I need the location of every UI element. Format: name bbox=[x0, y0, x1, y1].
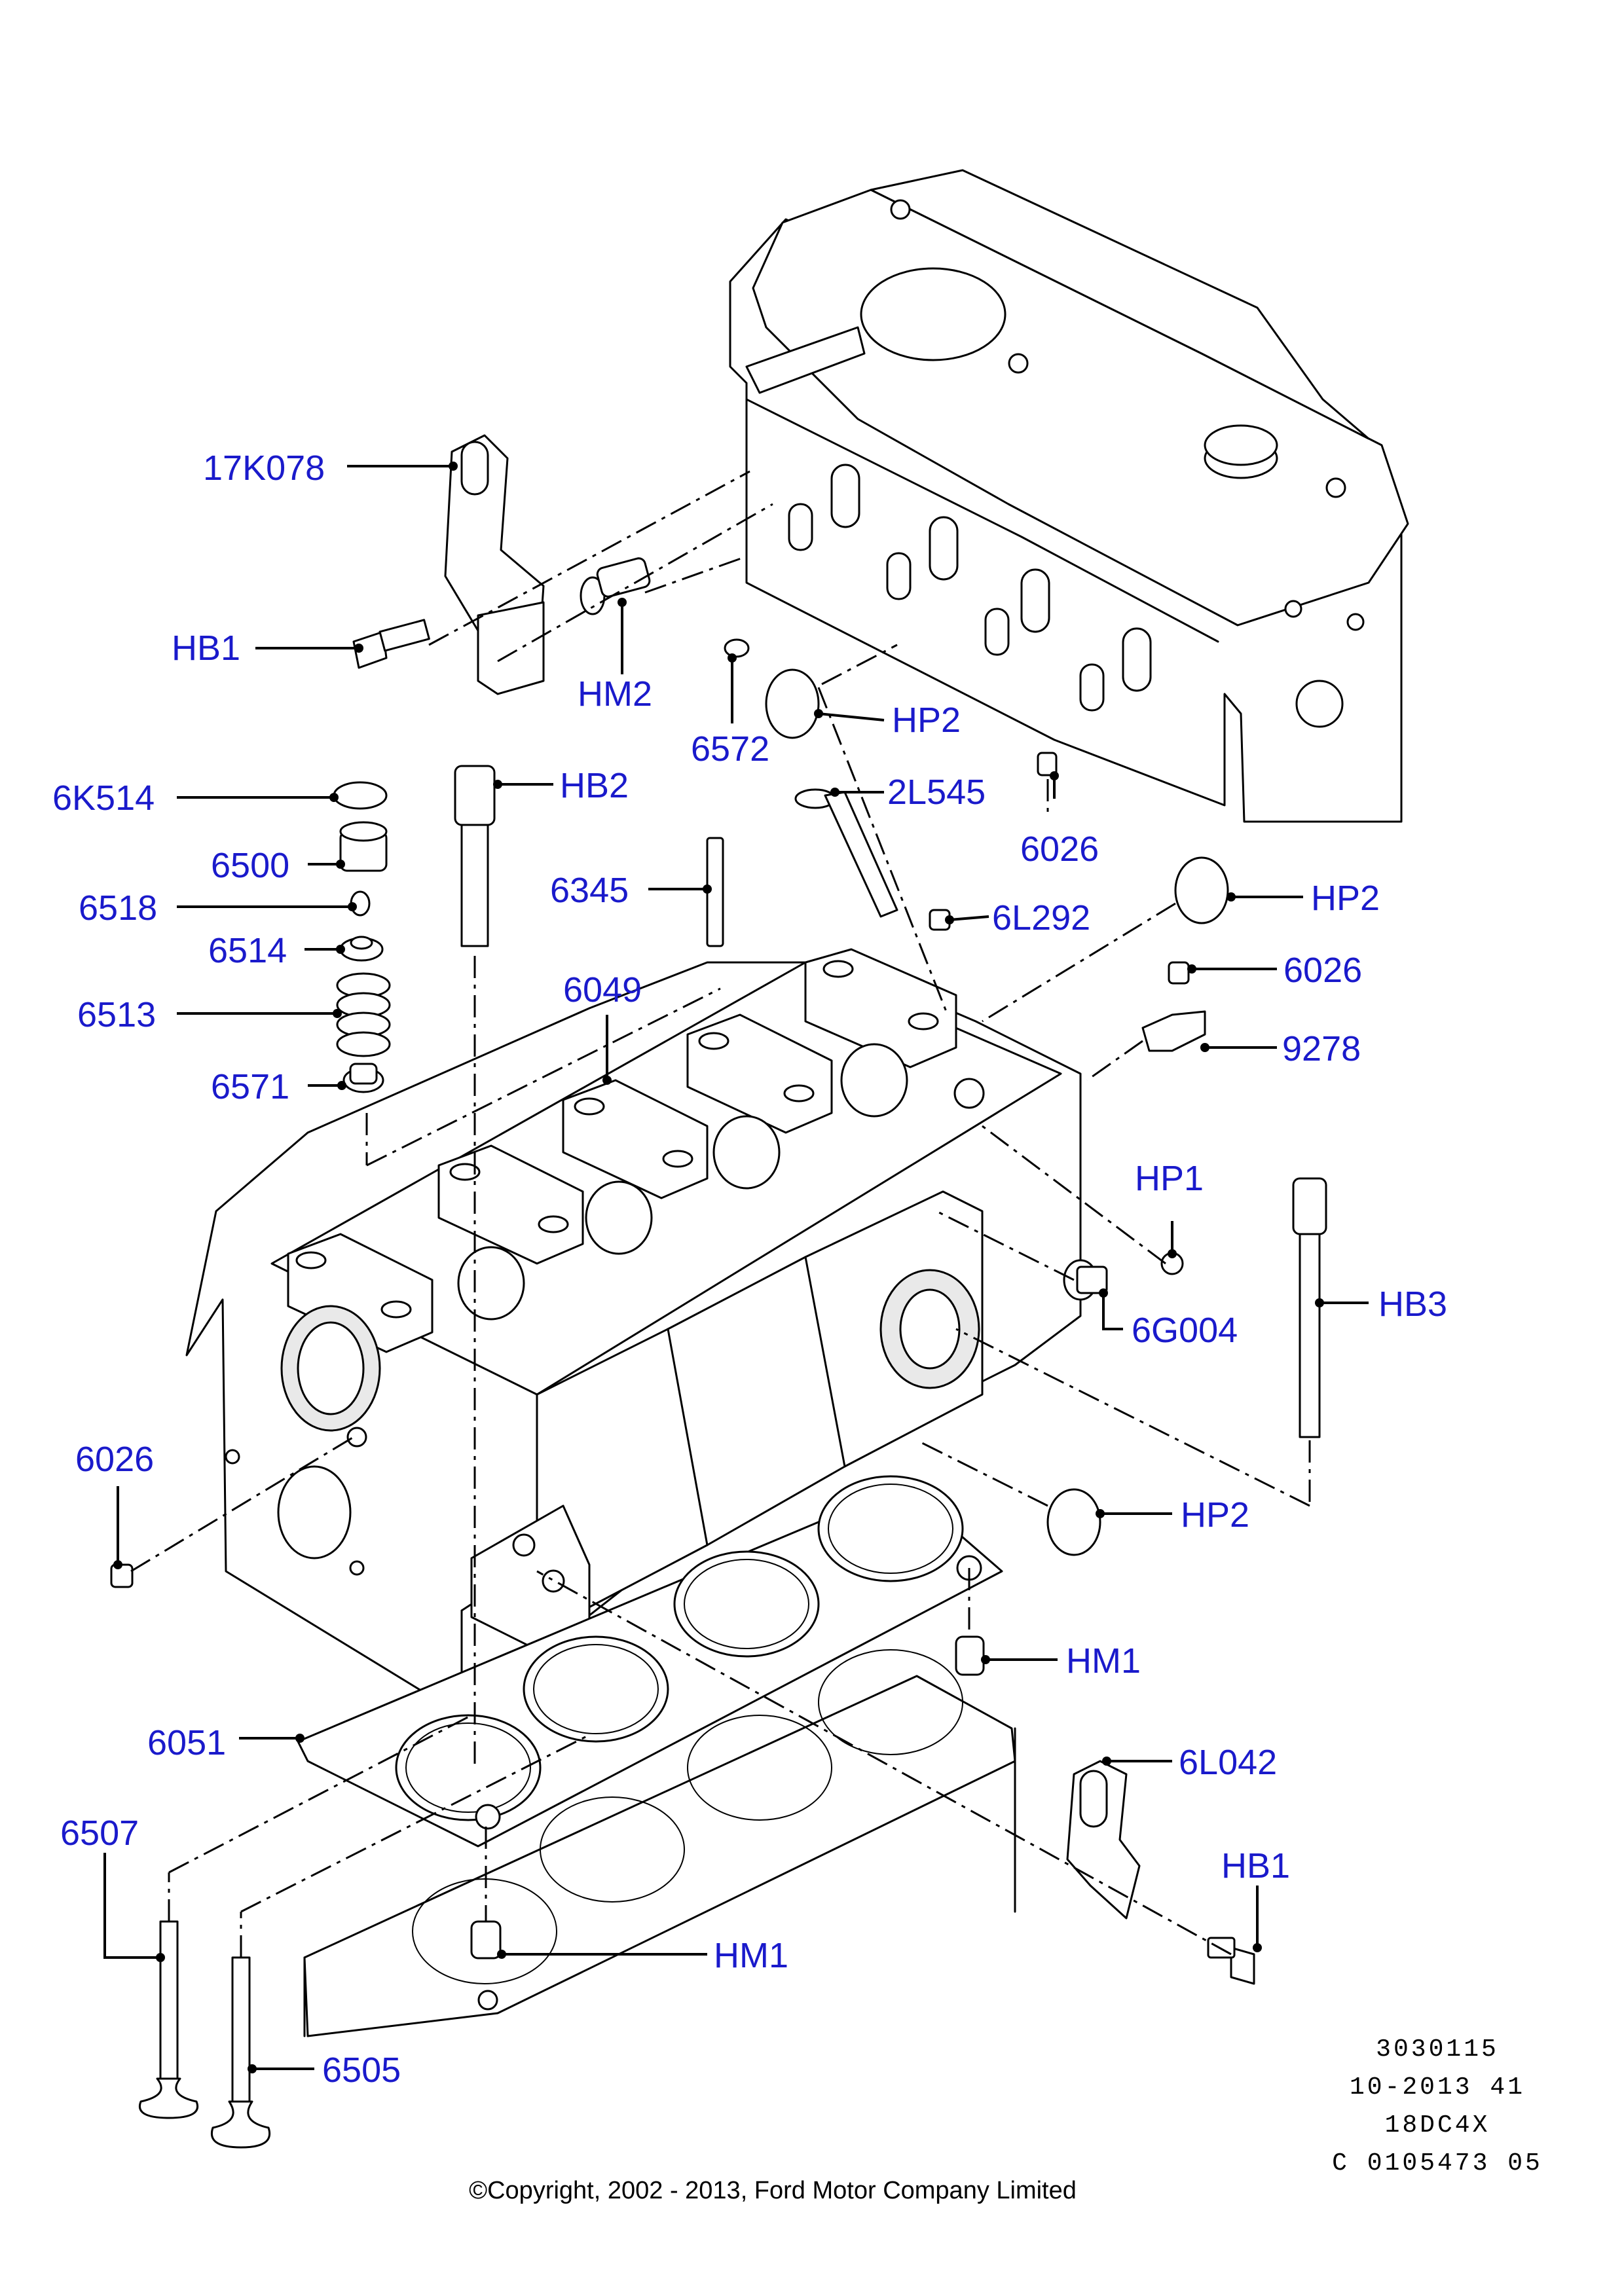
callout-6051[interactable]: 6051 bbox=[147, 1723, 226, 1762]
callout-9278[interactable]: 9278 bbox=[1282, 1029, 1361, 1068]
callout-6571[interactable]: 6571 bbox=[211, 1067, 289, 1106]
callout-hb3[interactable]: HB3 bbox=[1378, 1285, 1447, 1324]
callout-labels: 17K078 HB1 HM2 6572 HP2 6K514 HB2 2L545 … bbox=[52, 448, 1447, 2090]
plug-hp2-low bbox=[1046, 1488, 1101, 1556]
callout-6L292[interactable]: 6L292 bbox=[992, 898, 1090, 938]
dowel-6026-mid bbox=[1168, 961, 1190, 985]
callout-hm1-right[interactable]: HM1 bbox=[1066, 1641, 1141, 1681]
retainer-6514 bbox=[339, 936, 384, 962]
callout-6L042[interactable]: 6L042 bbox=[1179, 1743, 1277, 1782]
dowel-6026-left bbox=[110, 1563, 134, 1588]
callout-6500[interactable]: 6500 bbox=[211, 846, 289, 885]
callout-2L545[interactable]: 2L545 bbox=[887, 773, 986, 812]
callout-6507[interactable]: 6507 bbox=[60, 1813, 139, 1853]
head-bolts bbox=[295, 960, 939, 1319]
ref-line-1: 3030115 bbox=[1376, 2035, 1499, 2064]
assembly-lines bbox=[130, 470, 1311, 1958]
plug-hp2-top bbox=[765, 668, 820, 739]
leader-lines bbox=[103, 462, 1369, 2073]
dowel-hm1-right bbox=[955, 1635, 985, 1676]
shaft-2L545 bbox=[794, 788, 898, 918]
callout-6K514[interactable]: 6K514 bbox=[52, 778, 155, 818]
callout-17K078[interactable]: 17K078 bbox=[203, 448, 325, 488]
callout-6G004[interactable]: 6G004 bbox=[1132, 1311, 1238, 1350]
callout-6026-top[interactable]: 6026 bbox=[1020, 829, 1099, 869]
sensor-6G004 bbox=[1063, 1259, 1108, 1301]
reference-block: 3030115 10-2013 41 18DC4X C 0105473 05 bbox=[1332, 2035, 1543, 2178]
plug-hm2 bbox=[580, 557, 651, 615]
callout-hm2[interactable]: HM2 bbox=[578, 674, 652, 714]
cylinder-head bbox=[185, 948, 1082, 1717]
cap-6K514 bbox=[333, 781, 388, 810]
plug-hp2-mid bbox=[1174, 856, 1229, 924]
ref-line-4: C 0105473 05 bbox=[1332, 2149, 1543, 2178]
spring-6513 bbox=[336, 972, 391, 1057]
callout-hp1[interactable]: HP1 bbox=[1135, 1159, 1204, 1198]
seal-6571 bbox=[342, 1063, 384, 1093]
callout-6505[interactable]: 6505 bbox=[322, 2050, 401, 2090]
valve-6505 bbox=[211, 1956, 270, 2149]
callout-hp2-mid[interactable]: HP2 bbox=[1311, 879, 1380, 918]
callout-6518[interactable]: 6518 bbox=[79, 888, 157, 928]
bolt-hb2 bbox=[454, 765, 496, 947]
copyright-notice: ©Copyright, 2002 - 2013, Ford Motor Comp… bbox=[469, 2177, 1077, 2204]
ref-line-2: 10-2013 41 bbox=[1350, 2073, 1525, 2102]
callout-hb2[interactable]: HB2 bbox=[560, 766, 629, 805]
dowel-6026-top bbox=[1037, 752, 1058, 776]
callout-6514[interactable]: 6514 bbox=[208, 931, 287, 970]
callout-hb1-low[interactable]: HB1 bbox=[1221, 1846, 1290, 1886]
bracket-6L042 bbox=[1066, 1760, 1141, 1920]
callout-6026-mid[interactable]: 6026 bbox=[1283, 951, 1362, 990]
ref-line-3: 18DC4X bbox=[1385, 2111, 1490, 2140]
callout-hb1-top[interactable]: HB1 bbox=[172, 629, 240, 668]
bracket-17K078 bbox=[444, 434, 545, 695]
callout-6026-left[interactable]: 6026 bbox=[75, 1440, 154, 1479]
callout-6572[interactable]: 6572 bbox=[691, 729, 769, 769]
callout-hp2-low[interactable]: HP2 bbox=[1181, 1495, 1249, 1535]
tappet-6500 bbox=[339, 821, 388, 872]
bolt-hb1-top bbox=[352, 619, 430, 669]
valve-6507 bbox=[139, 1920, 198, 2119]
callout-hp2-top[interactable]: HP2 bbox=[892, 701, 961, 740]
callout-6345[interactable]: 6345 bbox=[550, 871, 629, 910]
sensor-9278 bbox=[1141, 1010, 1206, 1052]
engine-block-upper bbox=[729, 169, 1409, 823]
callout-6049[interactable]: 6049 bbox=[563, 970, 642, 1010]
callout-6513[interactable]: 6513 bbox=[77, 995, 156, 1034]
bolt-hb3 bbox=[1292, 1177, 1327, 1438]
oring-6572 bbox=[724, 638, 750, 658]
callout-hm1-low[interactable]: HM1 bbox=[714, 1936, 788, 1975]
dowel-hm1-low bbox=[470, 1920, 502, 1959]
